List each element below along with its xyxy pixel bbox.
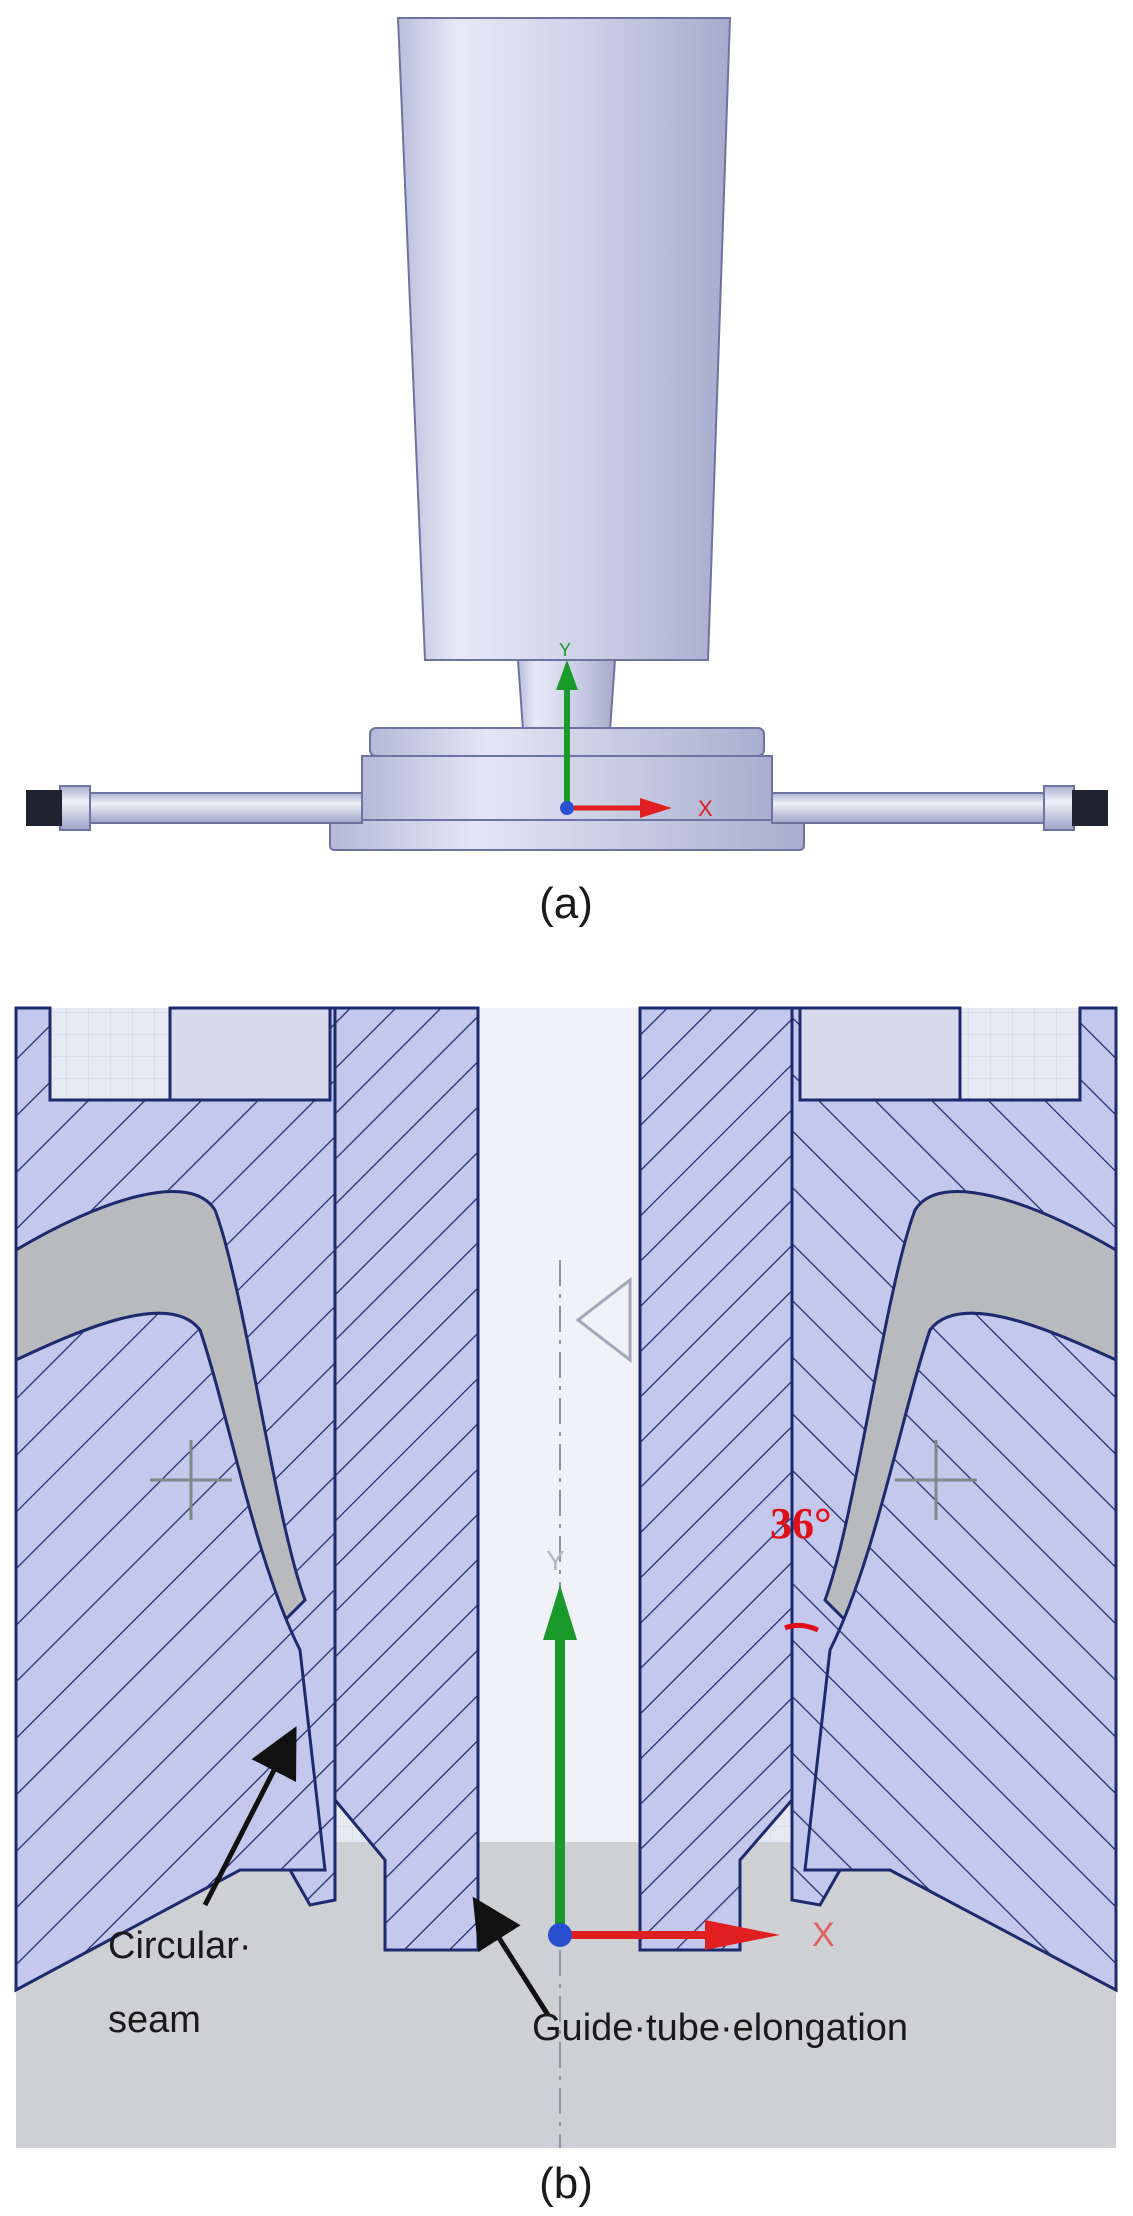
base-flange [329, 819, 805, 851]
ground-region [16, 1842, 1116, 2148]
panel-b-label: (b) [539, 2159, 593, 2208]
guide-tube-label: Guide·tube·elongation [532, 2007, 908, 2049]
right-rod-collar [1043, 785, 1075, 831]
axis-x-arrowhead-b [705, 1920, 780, 1950]
right-rod [771, 792, 1049, 824]
left-rod [85, 792, 363, 824]
right-guide-tube [638, 1006, 794, 1952]
guide-tube-arrow [472, 1896, 551, 2017]
right-top-recess [798, 1006, 962, 1102]
axis-y-label-b: Y [546, 1545, 565, 1576]
circular-seam-label-line1: Circular· [108, 1925, 252, 1967]
view-triangle-icon [575, 1276, 632, 1364]
axis-x-label-b: X [812, 1916, 835, 1954]
axis-y-label: Y [559, 640, 571, 660]
angle-arc [784, 1622, 820, 1633]
circular-seam-label-line2: seam [108, 1999, 201, 2041]
panel-a-label: (a) [539, 879, 593, 928]
left-rod-end [26, 790, 62, 826]
left-top-recess [168, 1006, 332, 1102]
axis-x-arrowhead [640, 798, 672, 818]
right-lower-cone [803, 1311, 1118, 1993]
axis-y-arrowhead [556, 660, 578, 690]
left-guide-tube [333, 1006, 480, 1952]
axis-origin-b [548, 1923, 572, 1947]
circular-seam-arrow [202, 1726, 297, 1907]
angle-label: 36° [770, 1499, 832, 1548]
axis-x-label: X [698, 796, 713, 821]
panel-a: Y X (a) [26, 17, 1108, 928]
axis-origin [560, 801, 574, 815]
axis-y-arrowhead-b [543, 1585, 577, 1640]
right-plus-marker [895, 1440, 977, 1520]
left-plus-marker [150, 1440, 232, 1520]
tapered-cylinder [396, 17, 732, 661]
panel-b: Y X 36° Circular· seam Guide·tube·elonga… [14, 1006, 1118, 2208]
right-rod-end [1072, 790, 1108, 826]
left-rod-collar [59, 785, 91, 831]
